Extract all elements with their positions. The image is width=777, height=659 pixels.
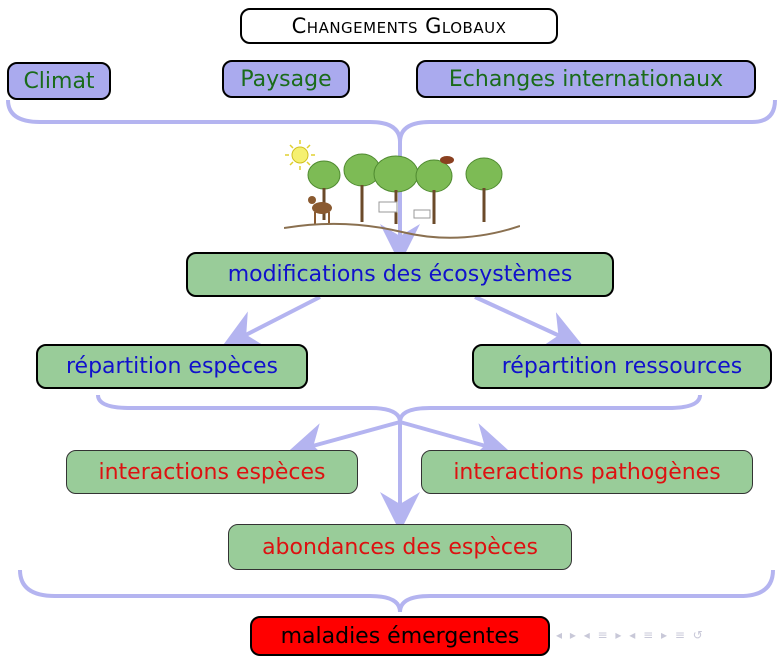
trees-icon — [307, 153, 503, 193]
node-echanges: Echanges internationaux — [416, 60, 756, 98]
arrow-to-ressources — [474, 295, 584, 349]
sun-icon — [285, 140, 315, 170]
node-abondances: abondances des espèces — [228, 524, 572, 570]
node-repartition-especes: répartition espèces — [36, 344, 308, 389]
node-label: abondances des espèces — [262, 534, 538, 560]
node-label: Echanges internationaux — [448, 66, 724, 92]
node-repartition-ressources: répartition ressources — [472, 344, 772, 389]
brace-drivers — [6, 99, 777, 143]
ecosystem-illustration — [284, 140, 520, 239]
node-label: interactions espèces — [98, 459, 326, 485]
brace-final — [18, 569, 775, 613]
node-label: Paysage — [240, 66, 332, 92]
deer-icon — [308, 196, 332, 224]
node-label: Climat — [23, 68, 95, 94]
node-interactions-especes: interactions espèces — [66, 450, 358, 494]
brace-distribution — [96, 394, 702, 423]
nav-section-icon[interactable]: ◂ ≡ ▸ — [583, 628, 624, 642]
nav-subsection-icon[interactable]: ◂ ≡ ▸ — [629, 628, 669, 642]
arrow-to-int-pathogenes — [399, 420, 512, 462]
node-paysage: Paysage — [222, 60, 350, 98]
nav-prev-icon[interactable]: ◂ ▸ — [556, 628, 578, 642]
node-label: maladies émergentes — [280, 623, 520, 649]
ground — [284, 222, 520, 239]
node-interactions-pathogenes: interactions pathogènes — [421, 450, 753, 494]
node-label: répartition ressources — [501, 354, 743, 379]
node-label: modifications des écosystèmes — [227, 262, 573, 287]
node-ecosystemes: modifications des écosystèmes — [186, 252, 614, 297]
node-maladies-emergentes: maladies émergentes — [250, 616, 550, 656]
node-label: interactions pathogènes — [453, 459, 721, 485]
arrow-to-int-especes — [286, 420, 401, 462]
node-climat: Climat — [7, 62, 111, 100]
arrow-to-especes — [221, 295, 321, 348]
nav-menu-icon[interactable]: ≡ ↺ — [674, 628, 705, 642]
slide-navigation[interactable]: ◂ ▸ ◂ ≡ ▸ ◂ ≡ ▸ ≡ ↺ — [556, 628, 705, 642]
diagram-title: Changements Globaux — [240, 8, 558, 44]
bird-icon — [440, 156, 454, 164]
title-text: Changements Globaux — [291, 14, 507, 38]
node-label: répartition espèces — [65, 354, 279, 379]
